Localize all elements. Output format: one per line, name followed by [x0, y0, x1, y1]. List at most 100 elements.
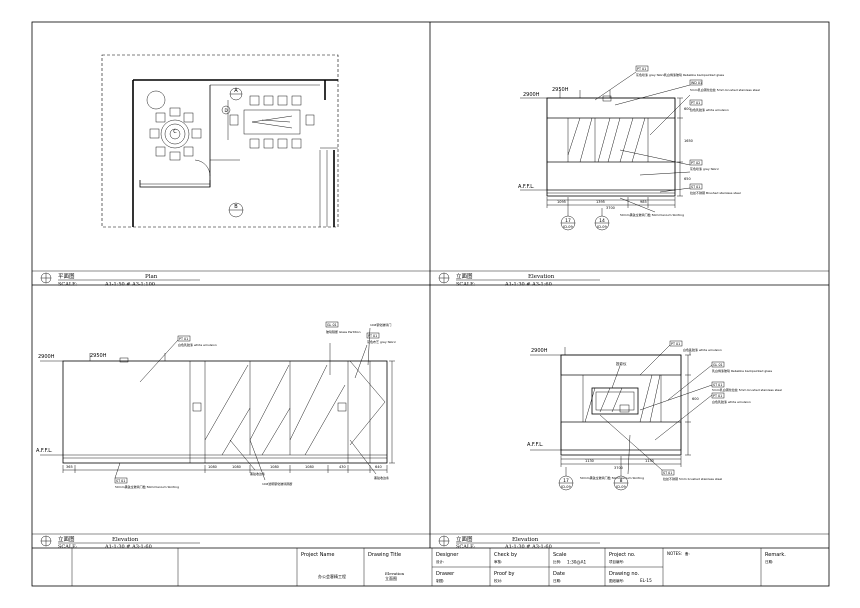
br-dim-3: 3700 — [614, 466, 623, 470]
bl-tag-3: PT 01 — [368, 334, 377, 338]
bl-note-1: 白色乳胶漆 white emulsion — [178, 342, 217, 347]
br-scale: A1-1:30 # A3-1:60 — [504, 544, 552, 550]
br-callout-1: 17 — [563, 478, 569, 484]
tb-check-label: Check by — [494, 552, 517, 558]
tr-scale: A1-1:30 # A3-1:60 — [504, 282, 552, 288]
tr-note-2: 乳白烤漆玻璃 Rebeblie backpainted glass — [664, 72, 724, 77]
plan-marker-d: D — [224, 108, 227, 113]
tb-designer-label: Designer — [436, 552, 459, 558]
br-callout-2-ref: ID-09 — [616, 485, 625, 489]
bl-note-4: 灰色布艺 grey fabric — [367, 339, 396, 344]
bl-level-top: 2900H — [38, 354, 55, 360]
bl-dim-5: 1080 — [305, 465, 314, 469]
br-tag-1: PT 01 — [671, 342, 680, 346]
bl-note-7: 10#透明钢化玻璃隔断 — [262, 481, 292, 486]
tr-tag-3: PT 01 — [691, 101, 700, 105]
bl-dim-1: 365 — [66, 465, 73, 469]
tr-dim-1: 1095 — [557, 200, 566, 204]
bl-dim-3: 1080 — [232, 465, 241, 469]
bl-note-2: 玻璃隔断 Glass Partition — [326, 329, 361, 334]
bl-scale-label: SCALE: — [58, 544, 78, 550]
tr-callout-2-ref: ID-09 — [597, 225, 606, 229]
tb-scale-label: Scale — [553, 552, 566, 558]
br-dim-4: 600 — [692, 397, 699, 401]
tb-project-no-label: Project no. — [609, 552, 636, 558]
br-callout-1-ref: ID-09 — [561, 485, 570, 489]
tr-note-4: 白色乳胶漆 white emulsion — [690, 107, 729, 112]
tb-scale-sub: 比例: — [553, 559, 561, 564]
plan-scale: A1-1:50 # A3-1:100 — [104, 282, 155, 288]
tb-scale-value: 1:30@A1 — [567, 560, 586, 565]
br-level-floor: A.F.F.L. — [527, 442, 544, 448]
br-title-en: Elevation — [512, 537, 539, 543]
br-tag-4: PT 01 — [713, 394, 722, 398]
tb-project-no-sub: 项目编号: — [609, 559, 624, 564]
plan-marker-b: B — [234, 204, 238, 210]
br-tag-5: ST 01 — [663, 471, 672, 475]
tb-designer-sub: 设计: — [436, 559, 444, 564]
elevation-top-right — [520, 71, 691, 231]
plan-title-cn: 平面图 — [58, 272, 75, 280]
tb-drawing-title-en: Elevation — [385, 571, 405, 576]
bl-note-3: 10#钢化玻璃门 — [370, 322, 391, 327]
tb-proof-sub: 校对: — [494, 578, 502, 583]
tb-drawing-title-label: Drawing Title — [368, 552, 401, 558]
tb-check-sub: 审核: — [494, 559, 502, 564]
br-note-7: 拉丝不锈钢 5mm brushed stainless steel — [663, 476, 722, 481]
tr-vdim-1: 600 — [684, 107, 691, 111]
tb-project-name-label: Project Name — [301, 552, 334, 558]
title-block — [32, 547, 829, 586]
tb-drawing-no-sub: 图纸编号: — [609, 578, 624, 583]
plan-view — [101, 54, 339, 228]
tr-tag-2: WD 01 — [691, 81, 702, 85]
tb-project-name: 办公会客精工程 — [318, 573, 346, 579]
tr-level-sub: 2950H — [552, 87, 569, 93]
tr-dim-4: 3700 — [606, 206, 615, 210]
tb-drawer-sub: 制图: — [436, 578, 444, 583]
tr-dim-3: 985 — [640, 200, 647, 204]
bl-tag-1: PT 01 — [179, 337, 188, 341]
br-note-2: 白色乳胶漆 white emulsion — [683, 347, 722, 352]
br-note-5: 白色乳胶漆 white emulsion — [712, 399, 751, 404]
tb-drawing-title-cn: 立面图 — [385, 575, 397, 581]
bl-level-floor: A.F.F.L. — [36, 448, 53, 454]
tr-title-cn: 立面图 — [456, 272, 473, 280]
br-note-3: 乳白烤漆玻璃 Rebeblie backpainted glass — [712, 368, 772, 373]
bl-title-en: Elevation — [112, 537, 139, 543]
br-tag-3: ST 01 — [713, 383, 722, 387]
sheet-border — [31, 21, 830, 587]
tr-callout-1: 17 — [565, 218, 571, 224]
bl-level-sub: 2950H — [90, 353, 107, 359]
tb-remark-sub: 日期: — [765, 559, 773, 564]
tr-note-7: 50mm黑钛全玻璃门槛 50mmlanium Skirting — [620, 212, 684, 217]
tr-scale-label: SCALE: — [456, 282, 476, 288]
bl-note-8: 黑钛收边条 — [374, 475, 389, 480]
tb-drawing-no-label: Drawing no. — [609, 571, 640, 577]
tr-vdim-2: 1650 — [684, 139, 693, 143]
tb-notes-label: NOTES: — [667, 551, 682, 556]
tb-date-label: Date — [553, 571, 565, 577]
tr-level-floor: A.F.F.L. — [518, 184, 535, 190]
plan-marker-a: A — [234, 88, 238, 94]
tr-note-1: 灰色喷漆 grey fabric — [636, 72, 665, 77]
tb-date-sub: 日期: — [553, 578, 561, 583]
tr-tag-1: PT 01 — [637, 67, 646, 71]
bl-scale: A1-1:30 # A3-1:60 — [104, 544, 152, 550]
bl-note-6: 黑钛收边条 — [250, 471, 265, 476]
bl-dim-2: 1080 — [208, 465, 217, 469]
tr-level-top: 2900H — [523, 92, 540, 98]
bl-dim-6: 430 — [339, 465, 346, 469]
br-dim-2: 1130 — [645, 459, 654, 463]
plan-scale-label: SCALE: — [58, 282, 78, 288]
br-level-top: 2900H — [531, 348, 548, 354]
tr-title-en: Elevation — [528, 274, 555, 280]
br-callout-2: 8 — [620, 478, 623, 484]
bl-note-5: 50mm黑钛全玻璃门槛 50mmlanium Skirting — [115, 484, 179, 489]
br-title-cn: 立面图 — [456, 535, 473, 543]
tr-tag-5: ST 01 — [691, 185, 700, 189]
tb-remark-label: Remark. — [765, 552, 786, 558]
tb-notes-sub: 备: — [685, 551, 690, 556]
plan-title-en: Plan — [145, 274, 158, 280]
tb-proof-label: Proof by — [494, 571, 515, 577]
